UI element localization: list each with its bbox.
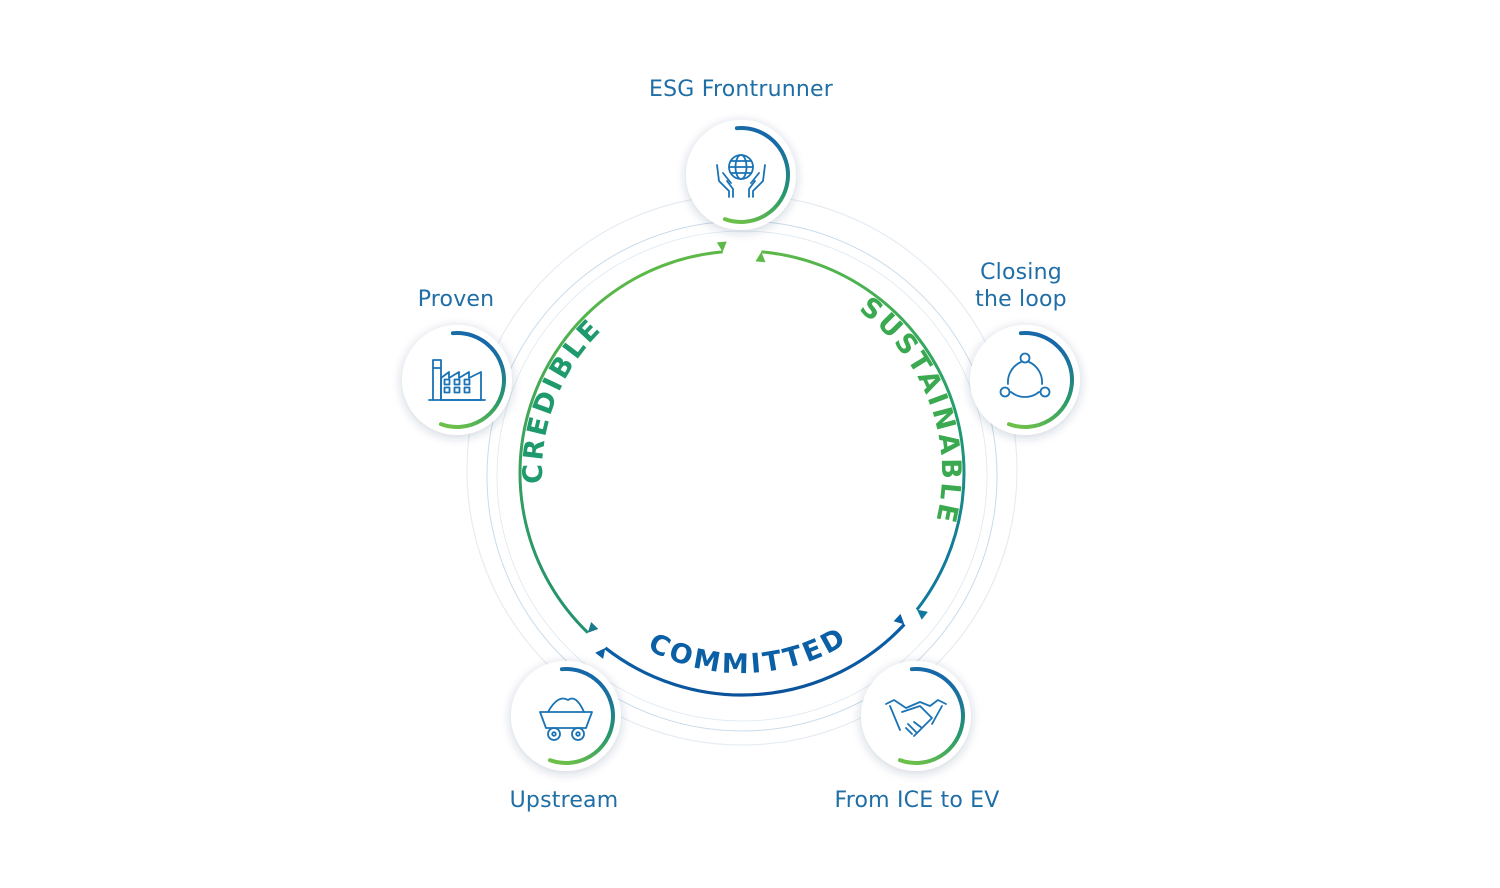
mining-cart-icon xyxy=(539,697,593,741)
circular-cycle-icon xyxy=(999,352,1051,398)
credible-label: CREDIBLE xyxy=(518,312,608,484)
label-line: Closing xyxy=(980,260,1062,285)
node-progress-ring xyxy=(897,667,965,765)
node-proven xyxy=(402,325,512,435)
node-badge xyxy=(511,661,621,771)
globe-in-hands-icon xyxy=(716,154,766,198)
node-closing xyxy=(970,325,1080,435)
node-badge xyxy=(686,120,796,230)
handshake-icon xyxy=(885,699,947,737)
committed-arc xyxy=(604,623,906,697)
inner-faint-ring xyxy=(496,230,988,722)
label-line: the loop xyxy=(975,287,1067,312)
label-line: Upstream xyxy=(509,788,619,813)
sustainable-arrowhead-top xyxy=(755,251,766,263)
label-proven: Proven xyxy=(306,286,606,313)
node-ice xyxy=(861,661,971,771)
label-upstream: Upstream xyxy=(414,787,714,814)
credible-arrowhead-top xyxy=(716,241,727,252)
factory-icon xyxy=(428,359,486,401)
label-esg: ESG Frontrunner xyxy=(591,76,891,103)
cycle-nodes xyxy=(402,120,1080,771)
node-progress-ring xyxy=(1006,331,1074,429)
cycle-arcs xyxy=(518,241,966,697)
node-progress-ring xyxy=(547,667,615,765)
node-badge xyxy=(861,661,971,771)
label-ice: From ICE to EV xyxy=(767,787,1067,814)
sustainable-arrowhead-bottom xyxy=(916,609,928,620)
committed-label: COMMITTED xyxy=(644,621,853,680)
committed-arrowhead-left xyxy=(595,647,606,659)
label-line: Proven xyxy=(417,287,495,312)
node-upstream xyxy=(511,661,621,771)
node-esg xyxy=(686,120,796,230)
node-badge xyxy=(970,325,1080,435)
sustainable-arc xyxy=(761,250,966,611)
node-progress-ring xyxy=(722,126,790,224)
label-line: ESG Frontrunner xyxy=(648,77,833,102)
credible-arc xyxy=(518,250,723,634)
committed-arrowhead-right xyxy=(893,613,905,625)
node-progress-ring xyxy=(438,331,506,429)
label-line: From ICE to EV xyxy=(834,788,1000,813)
credible-arrowhead-bottom xyxy=(587,622,599,633)
